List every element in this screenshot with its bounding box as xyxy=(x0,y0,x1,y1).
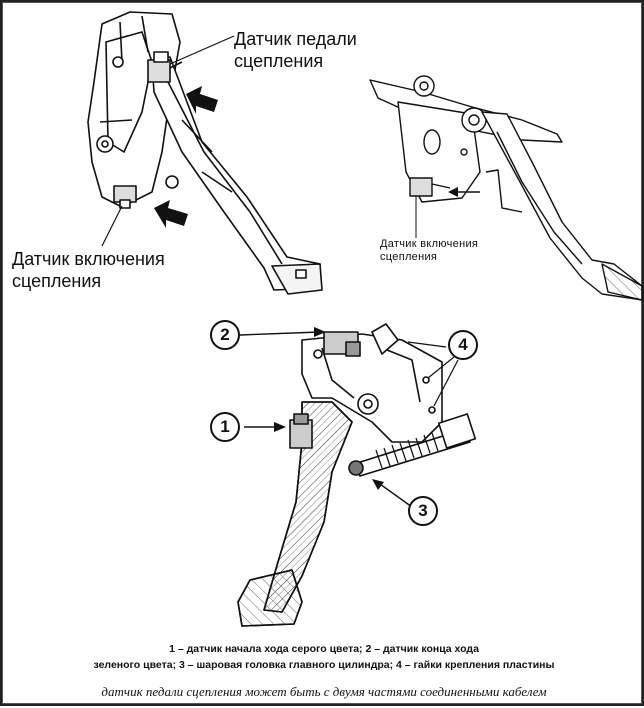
top-right-pedal-assembly xyxy=(369,75,643,301)
top-left-pedal-assembly xyxy=(87,11,323,295)
caption: датчик педали сцепления может быть с дву… xyxy=(101,684,547,699)
pedal-sensor-label-line-2: сцепления xyxy=(234,51,324,71)
main-pedal-assembly xyxy=(237,323,477,627)
callout-3: 3 xyxy=(408,496,438,526)
legend-line-1: 1 – датчик начала хода серого цвета; 2 –… xyxy=(169,643,479,655)
callout-1: 1 xyxy=(210,412,240,442)
engage-sensor-label: Датчик включения сцепления xyxy=(12,248,165,292)
engage-sensor-right-label: Датчик включения сцепления xyxy=(380,238,478,264)
top-left-arrows xyxy=(154,86,218,228)
engage-sensor-label-line-1: Датчик включения xyxy=(12,249,165,269)
engage-sensor-right-label-line-2: сцепления xyxy=(380,251,438,263)
top-right-arrow xyxy=(448,187,480,197)
callout-2: 2 xyxy=(210,320,240,350)
engage-sensor-label-line-2: сцепления xyxy=(12,271,102,291)
engage-sensor-right-label-line-1: Датчик включения xyxy=(380,238,479,250)
main-arrowheads xyxy=(274,327,384,490)
legend-line-2: зеленого цвета; 3 – шаровая головка глав… xyxy=(93,659,555,671)
pedal-sensor-label: Датчик педали сцепления xyxy=(234,28,357,72)
pedal-sensor-label-line-1: Датчик педали xyxy=(234,29,357,49)
callout-4: 4 xyxy=(448,330,478,360)
